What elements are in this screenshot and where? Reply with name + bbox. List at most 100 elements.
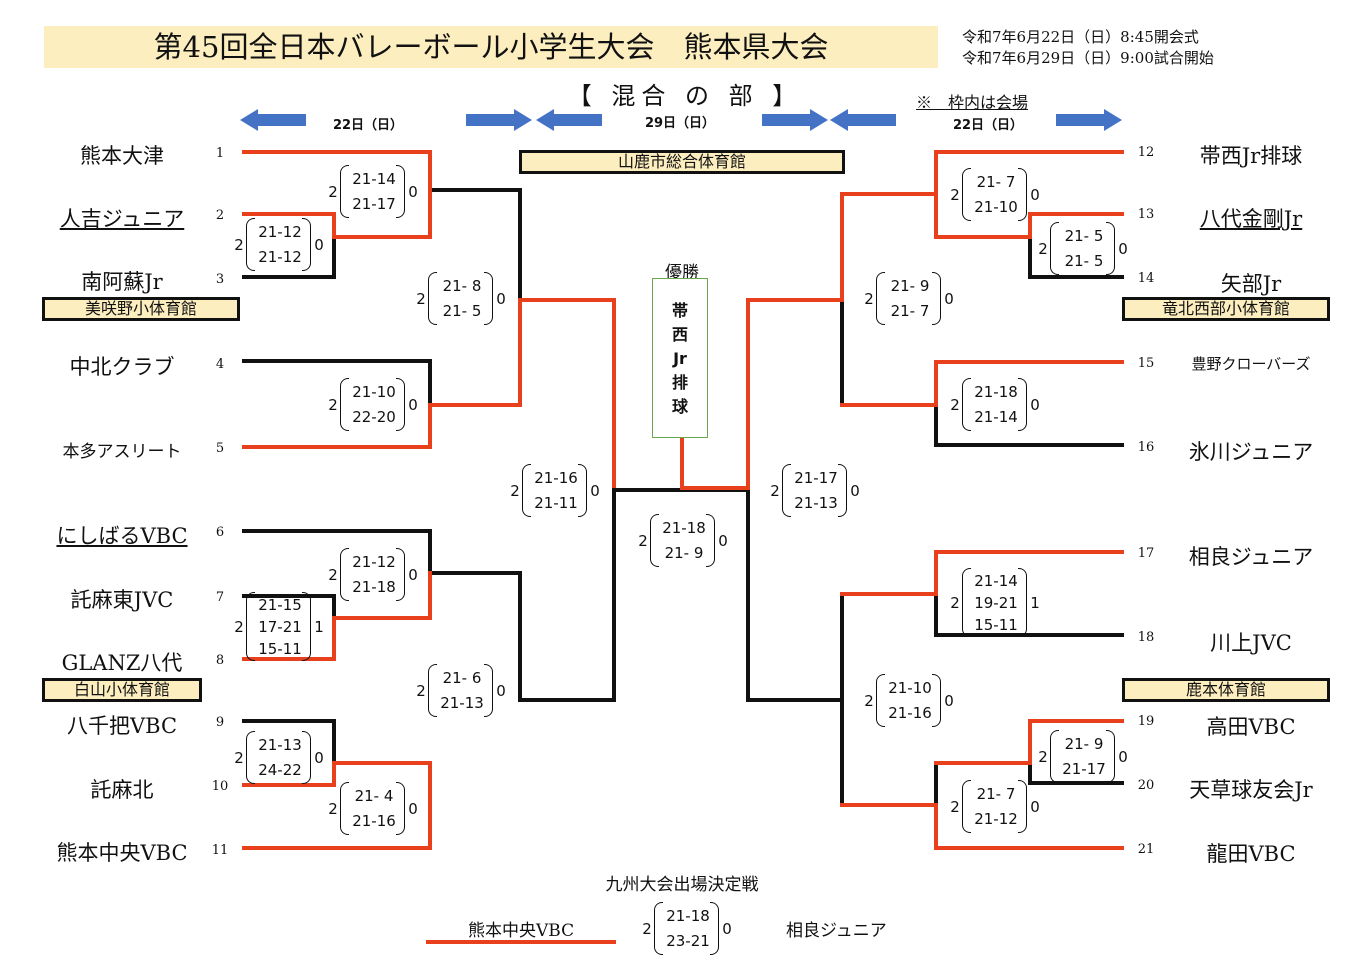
seed-19: 19 [1137,714,1155,729]
sets-won-right: 0 [1118,240,1128,258]
set-score: 21-12 [974,810,1018,828]
seed-8: 8 [215,653,225,668]
sets-won-right: 0 [408,183,418,201]
set-score: 21- 7 [976,173,1016,191]
set-score: 21-10 [888,679,932,697]
set-scores: 21- 7 21-12 [968,782,1024,832]
venue-center: 山鹿市総合体育館 [519,150,845,174]
set-score: 21-13 [794,494,838,512]
venue-left-top: 美咲野小体育館 [42,297,240,321]
team-7: 託麻東JVC [70,588,174,612]
score-m19-21: 2 21- 7 21-12 0 [948,780,1040,834]
sets-won-right: 0 [944,290,954,308]
line-team9 [242,719,336,765]
team-6: にしばるVBC [56,524,188,548]
sets-won-right: 0 [408,396,418,414]
set-score: 21- 9 [890,277,930,295]
sets-won-right: 0 [1030,798,1040,816]
arrow-left-icon [240,109,306,131]
set-score: 21- 7 [976,785,1016,803]
sets-won-right: 0 [590,482,600,500]
team-11: 熊本中央VBC [56,841,188,865]
bracket-left [962,168,971,221]
team-2: 人吉ジュニア [59,207,185,231]
seed-12: 12 [1137,145,1155,160]
bracket-left [340,548,349,601]
line-team11 [242,808,432,850]
kyushu-right-team: 相良ジュニア [786,921,887,941]
line-team16 [934,403,1124,447]
sets-won-left: 2 [510,482,520,500]
sets-won-right: 0 [496,682,506,700]
seed-14: 14 [1137,271,1155,286]
team-19: 高田VBC [1206,715,1296,739]
sets-won-left: 2 [864,290,874,308]
set-score: 21-18 [974,383,1018,401]
set-score: 21-13 [258,736,302,754]
set-score: 22-20 [352,408,396,426]
sets-won-left: 2 [950,594,960,612]
bracket-right [302,218,311,271]
sets-won-left: 2 [328,396,338,414]
sets-won-right: 0 [722,920,732,938]
set-score: 21- 5 [1064,227,1104,245]
set-score: 21-10 [352,383,396,401]
seed-1: 1 [215,146,225,161]
team-20: 天草球友会Jr [1189,778,1313,802]
bracket-right [838,464,847,517]
set-score: 21-18 [662,519,706,537]
bracket-left [962,780,971,833]
bracket-left [654,902,663,955]
bracket-right [1106,730,1115,783]
bracket-right [578,464,587,517]
arrow-right-icon [466,109,532,131]
team-14: 矢部Jr [1220,272,1282,296]
sets-won-left: 2 [642,920,652,938]
seed-7: 7 [215,590,225,605]
set-score: 24-22 [258,761,302,779]
sets-won-left: 2 [234,749,244,767]
seed-17: 17 [1137,546,1155,561]
arrow-right-icon [762,109,828,131]
bracket-right [396,165,405,218]
page-title: 第45回全日本バレーボール小学生大会 熊本県大会 [153,30,829,64]
sets-won-left: 2 [328,800,338,818]
bracket-right [484,664,493,717]
bracket-right [710,902,719,955]
bracket-left [962,378,971,431]
seed-15: 15 [1137,356,1155,371]
set-score: 21-16 [534,469,578,487]
bracket-right [706,514,715,567]
line-r-bot [746,488,938,807]
kyushu-left-team: 熊本中央VBC [468,921,575,941]
sets-won-left: 2 [950,798,960,816]
bracket-right [396,548,405,601]
set-score: 21- 4 [354,787,394,805]
team-9: 八千把VBC [66,714,178,738]
bracket-right [932,272,941,325]
seed-3: 3 [215,272,225,287]
line-team14 [1028,235,1124,279]
bracket-right [396,378,405,431]
bracket-right [396,782,405,835]
champion-box: 帯 西 Jr 排 球 [652,278,708,438]
opening-date: 令和7年6月22日（日）8:45開会式 [962,28,1199,46]
line-team5 [242,298,522,449]
team-21: 龍田VBC [1206,842,1296,866]
